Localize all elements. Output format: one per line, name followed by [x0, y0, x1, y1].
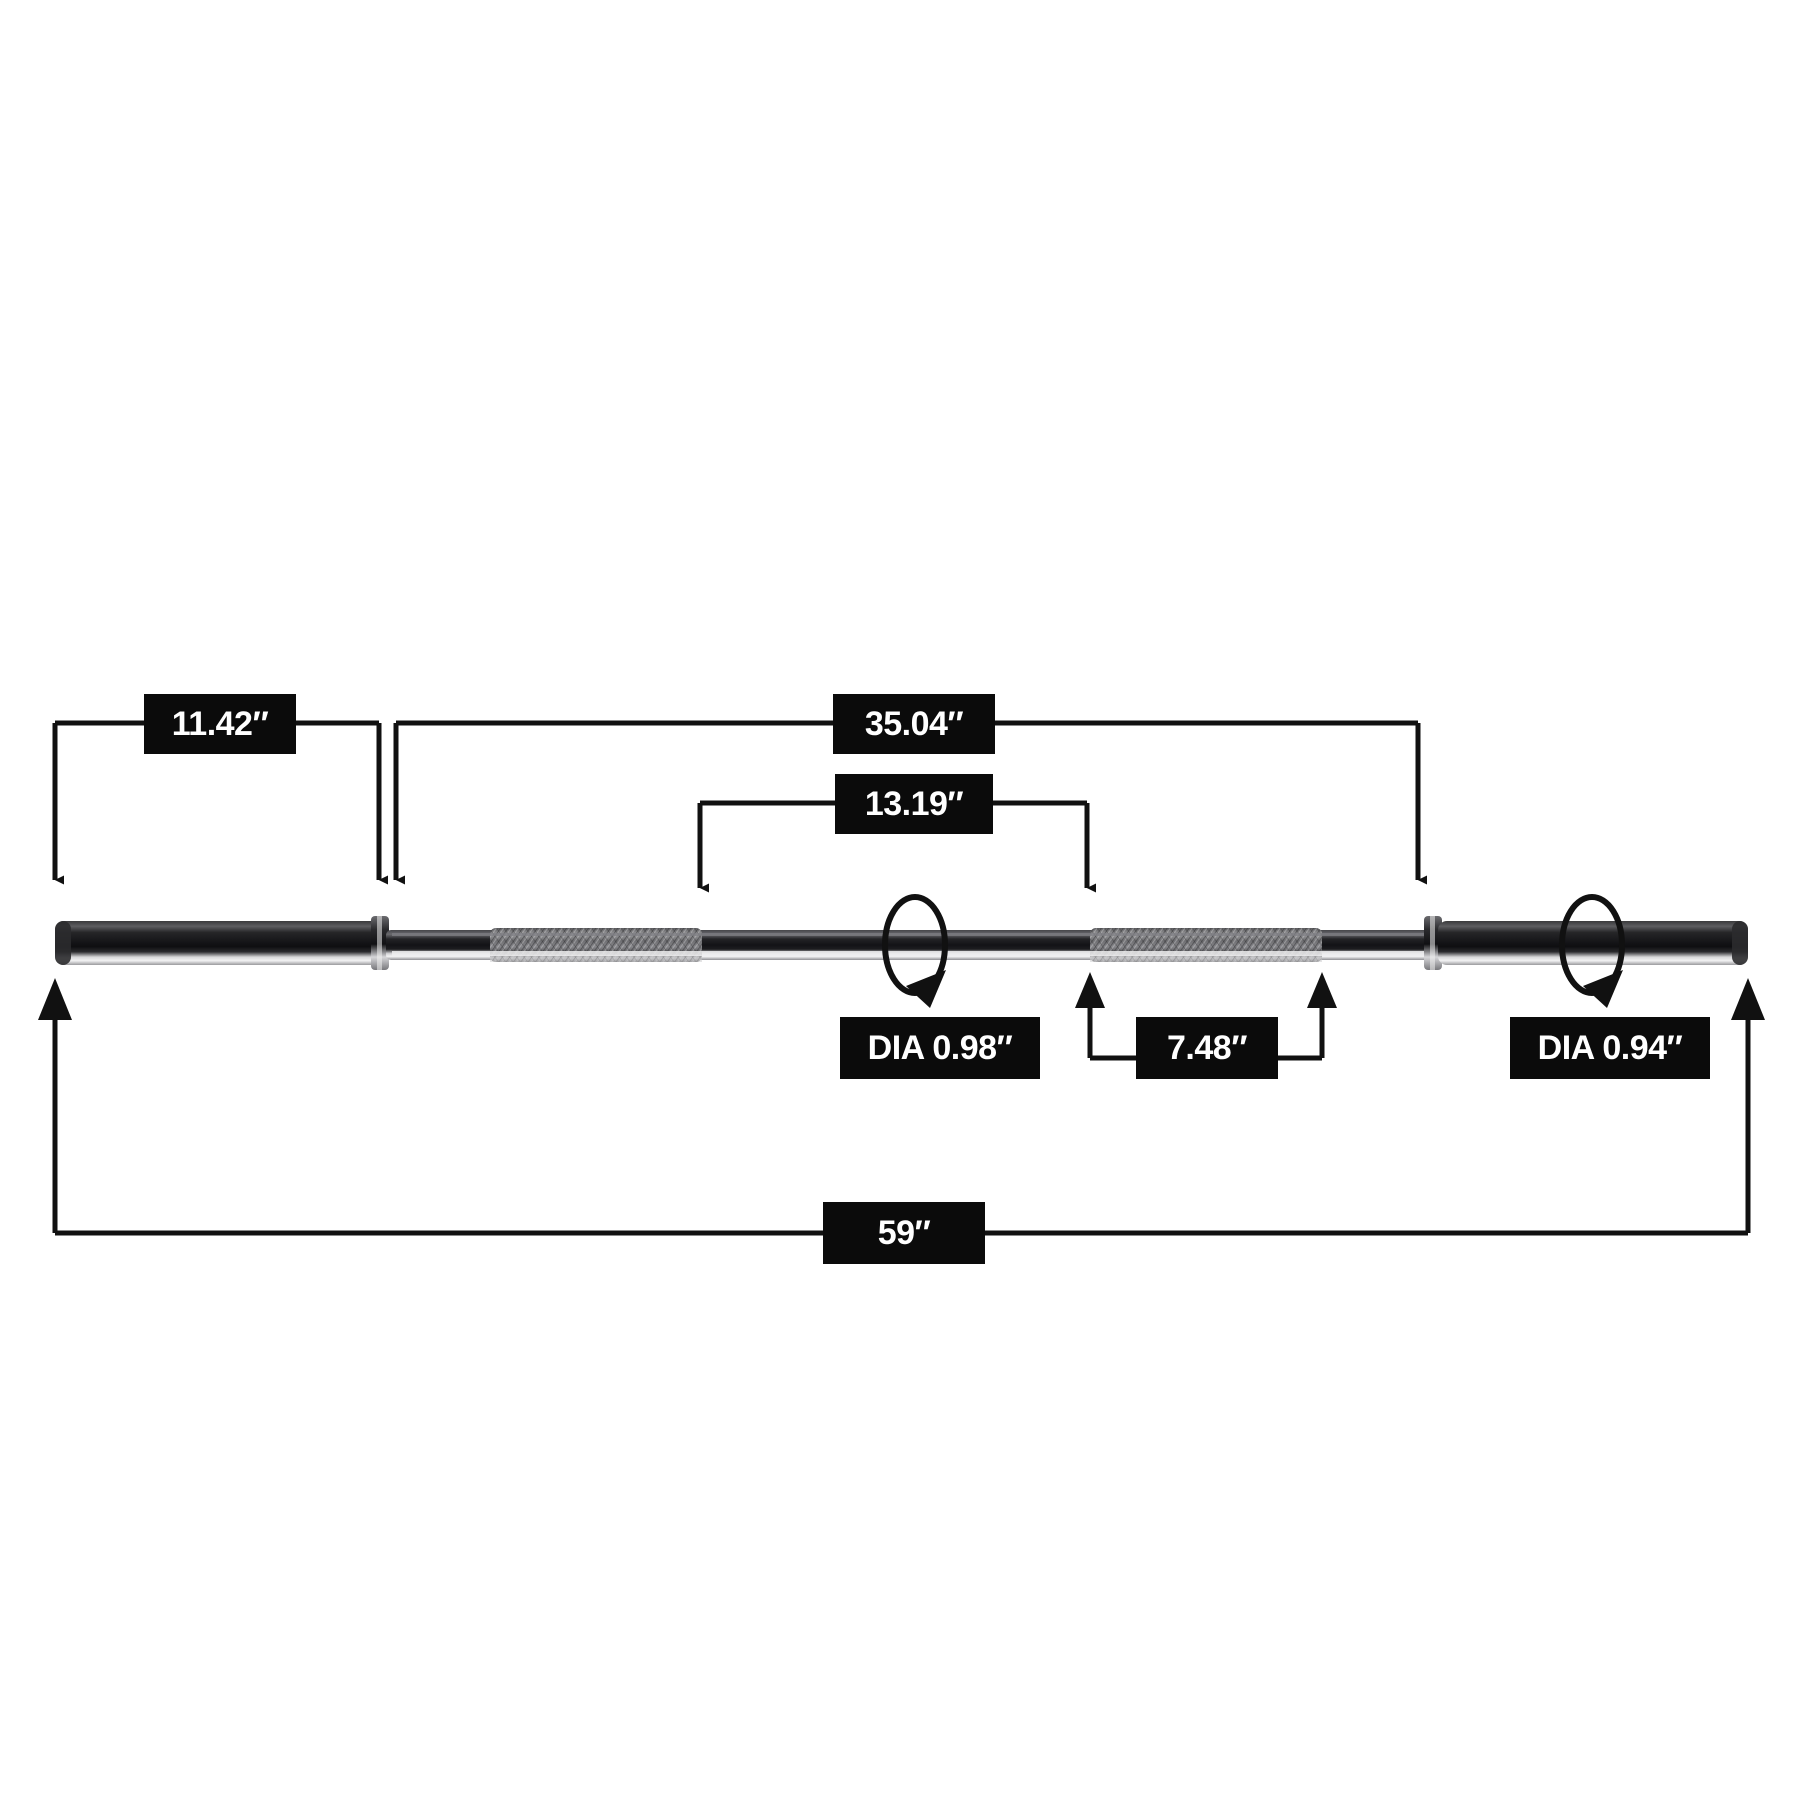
rotation-right-icon: [1559, 894, 1625, 1008]
right-end-cap: [1732, 921, 1748, 965]
left-collar-highlight: [377, 916, 382, 970]
arrow-up-left: [1075, 972, 1105, 1008]
right-collar-highlight: [1430, 916, 1435, 970]
rotation-left-icon: [882, 894, 948, 1008]
label-box-59: [823, 1202, 985, 1264]
label-7-48: 7.48″: [1167, 1029, 1247, 1067]
barbell-illustration: [55, 916, 1748, 970]
label-dia-098: DIA 0.98″: [868, 1029, 1013, 1067]
arrow-up-overall-right: [1731, 978, 1765, 1020]
label-box-dia-098: [840, 1017, 1040, 1079]
label-35-04: 35.04″: [865, 705, 964, 743]
shaft-bottom-highlight: [392, 951, 1426, 956]
arrow-up-overall-left: [38, 978, 72, 1020]
dimension-grip-span: 13.19″: [697, 774, 1097, 893]
dimension-shaft-diameter: DIA 0.94″: [1510, 1017, 1710, 1079]
label-box-dia-094: [1510, 1017, 1710, 1079]
left-end-cap: [55, 921, 71, 965]
arrow-up-right: [1307, 972, 1337, 1008]
dimension-overall-length: 59″: [38, 978, 1765, 1264]
label-box-7-48: [1136, 1017, 1278, 1079]
barbell-left-sleeve: [55, 921, 380, 965]
shaft-top-highlight: [392, 933, 1426, 936]
dimension-shaft-length: 35.04″: [393, 694, 1428, 885]
dimension-sleeve-length-left: 11.42″: [52, 694, 389, 885]
label-box-11-42: [144, 694, 296, 754]
label-11-42: 11.42″: [172, 705, 269, 743]
label-box-13-19: [835, 774, 993, 834]
label-59: 59″: [878, 1214, 931, 1252]
label-box-35-04: [833, 694, 995, 754]
barbell-right-sleeve: [1438, 921, 1748, 965]
dimension-sleeve-diameter: DIA 0.98″: [840, 1017, 1040, 1079]
dimension-center-knurl: 7.48″: [1075, 972, 1337, 1079]
label-dia-094: DIA 0.94″: [1538, 1029, 1683, 1067]
label-13-19: 13.19″: [865, 785, 964, 823]
